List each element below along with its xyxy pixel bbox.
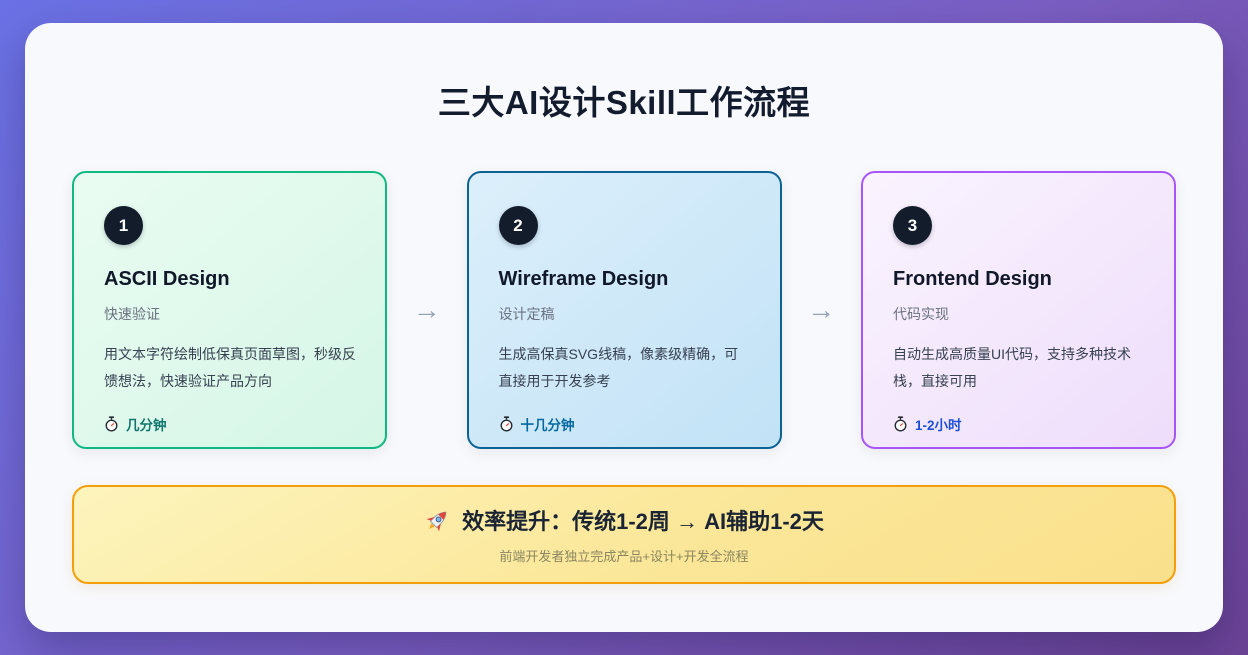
step-title: Wireframe Design — [498, 268, 669, 290]
efficiency-banner: 效率提升：传统1-2周 → AI辅助1-2天 前端开发者独立完成产品+设计+开发… — [72, 485, 1176, 584]
step-title: ASCII Design — [104, 268, 230, 290]
step-card-ascii-design: 1 ASCII Design 快速验证 用文本字符绘制低保真页面草图，秒级反馈想… — [72, 171, 387, 449]
stopwatch-icon — [105, 416, 118, 432]
stopwatch-icon — [894, 416, 907, 432]
step-duration: 几分钟 — [104, 414, 357, 434]
step-subtitle: 快速验证 — [104, 306, 160, 322]
workflow-steps: 1 ASCII Design 快速验证 用文本字符绘制低保真页面草图，秒级反馈想… — [72, 171, 1176, 449]
rocket-icon — [426, 511, 447, 531]
step-card-wireframe-design: 2 Wireframe Design 设计定稿 生成高保真SVG线稿，像素级精确… — [466, 171, 782, 449]
step-subtitle: 设计定稿 — [498, 306, 555, 322]
step-description: 用文本字符绘制低保真页面草图，秒级反馈想法，快速验证产品方向 — [104, 346, 356, 390]
step-duration-label: 1-2小时 — [915, 417, 962, 433]
step-title: Frontend Design — [893, 268, 1052, 290]
content-panel: 三大AI设计Skill工作流程 1 ASCII Design 快速验证 用文本字… — [25, 23, 1223, 632]
step-duration-label: 十几分钟 — [520, 417, 575, 433]
step-number-badge: 2 — [498, 206, 538, 245]
efficiency-banner-headline: 效率提升：传统1-2周 → AI辅助1-2天 — [424, 504, 824, 536]
stopwatch-icon — [500, 416, 512, 432]
efficiency-banner-title: 效率提升：传统1-2周 → AI辅助1-2天 — [462, 509, 824, 534]
step-duration: 十几分钟 — [499, 414, 752, 434]
flow-arrow-icon: → — [412, 294, 441, 325]
step-number-badge: 1 — [104, 206, 143, 245]
flow-arrow-icon: → — [807, 294, 836, 325]
step-duration-label: 几分钟 — [126, 417, 167, 433]
page-title: 三大AI设计Skill工作流程 — [437, 84, 811, 121]
step-duration: 1-2小时 — [893, 414, 1146, 434]
step-description: 生成高保真SVG线稿，像素级精确，可直接用于开发参考 — [498, 346, 739, 390]
step-number-badge: 3 — [893, 206, 932, 245]
efficiency-banner-subtitle: 前端开发者独立完成产品+设计+开发全流程 — [499, 549, 749, 564]
step-description: 自动生成高质量UI代码，支持多种技术栈，直接可用 — [893, 346, 1131, 390]
step-subtitle: 代码实现 — [893, 306, 949, 322]
step-card-frontend-design: 3 Frontend Design 代码实现 自动生成高质量UI代码，支持多种技… — [861, 171, 1176, 449]
